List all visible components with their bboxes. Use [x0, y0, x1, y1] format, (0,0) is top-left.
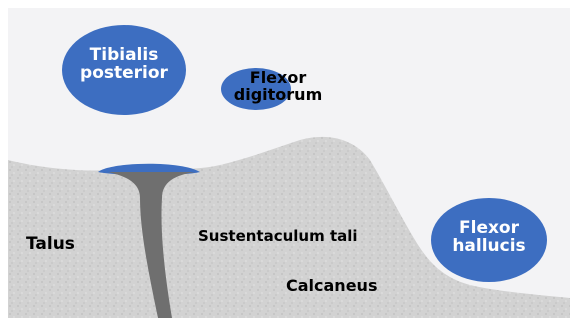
label-line: digitorum — [228, 87, 328, 104]
label-flexor-digitorum: Flexor digitorum — [228, 70, 328, 104]
label-tibialis-posterior: Tibialis posterior — [74, 47, 174, 83]
label-line: hallucis — [439, 238, 539, 256]
label-talus: Talus — [26, 236, 75, 254]
label-line: posterior — [74, 65, 174, 83]
label-sustentaculum-tali: Sustentaculum tali — [198, 229, 358, 245]
label-flexor-hallucis: Flexor hallucis — [439, 220, 539, 256]
label-calcaneus: Calcaneus — [286, 278, 377, 295]
